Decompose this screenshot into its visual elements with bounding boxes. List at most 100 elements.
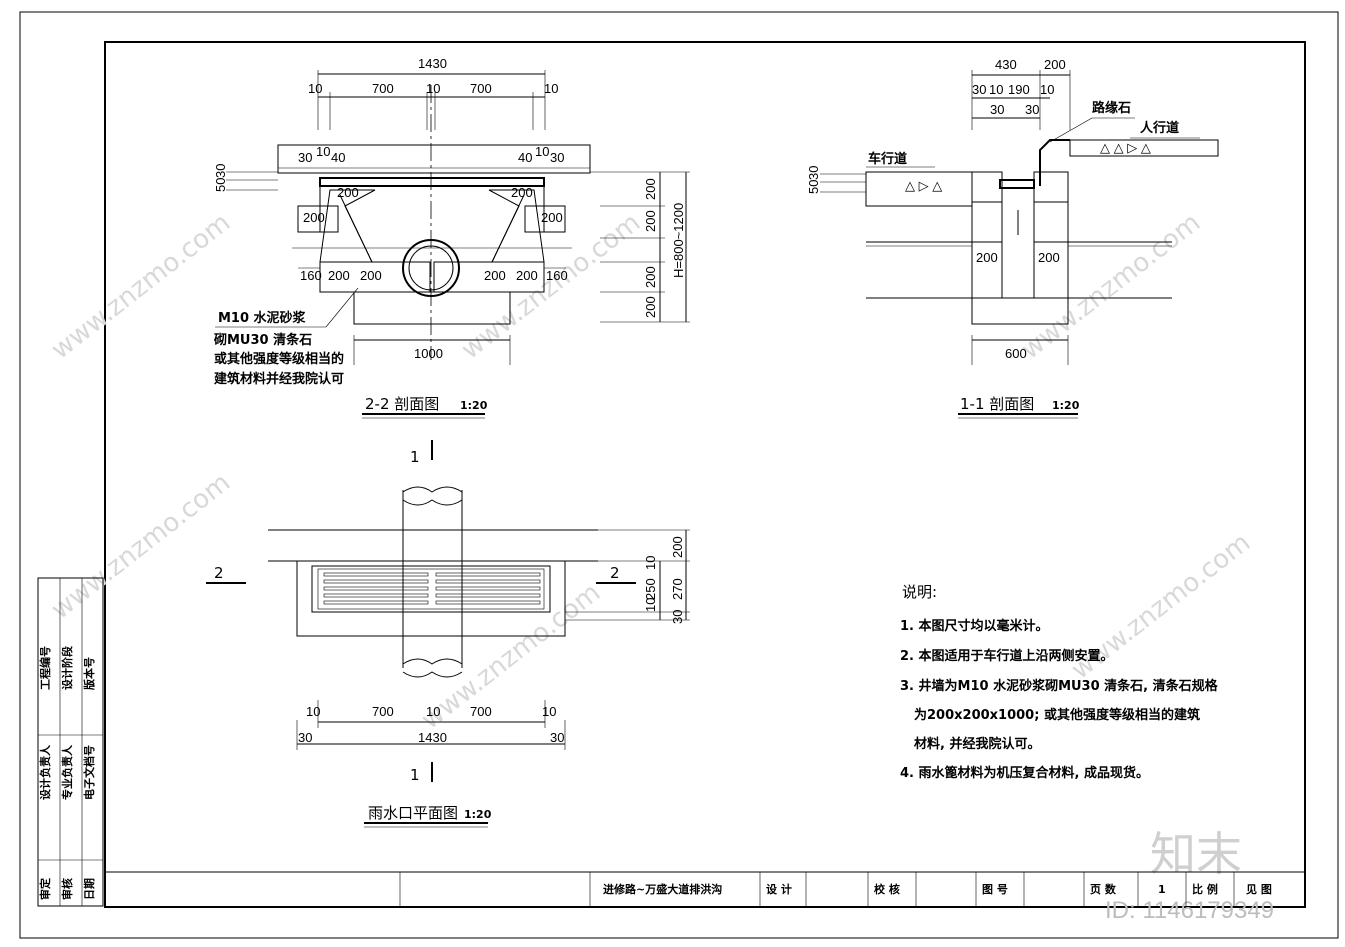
notes-heading: 说明: [902,583,937,601]
dim-11-left: 50 [806,180,821,194]
curb-label: 路缘石 [1092,100,1131,116]
svg-text:△ ▷ △: △ ▷ △ [905,178,942,193]
section-scale: 1:20 [460,399,488,412]
sidebar-cell: 审核 [60,878,74,900]
note-line: 3. 井墙为M10 水泥砂浆砌MU30 清条石, 清条石规格 [900,678,1219,694]
plan-view: 1 1 2 2 [206,440,690,828]
dim-11-top: 430 [995,57,1017,72]
dim-right-vert: 200 [643,266,658,288]
dim-plan-vert: 250 [643,578,658,600]
dim-plan-vert: 270 [670,578,685,600]
note-line: 4. 雨水篦材料为机压复合材料, 成品现货。 [900,765,1149,781]
dim-bottom-row: 200 [360,268,382,283]
dim-11-sub: 190 [1008,82,1030,97]
dim-plan-side: 30 [298,730,312,745]
dim-w200: 200 [541,210,563,225]
section-2-2: 1430 10 700 10 700 10 30 10 40 40 10 30 … [213,56,690,419]
note-line: 1. 本图尺寸均以毫米计。 [900,618,1049,634]
dim-plan-vert: 30 [670,610,685,624]
tb-scale-value: 见 图 [1246,883,1272,896]
inner-border [104,41,1306,908]
watermark-text: www.znzmo.com [46,468,236,626]
watermark-text: www.znzmo.com [1016,208,1206,366]
dim-top-part: 10 [544,81,558,96]
svg-text:△ △ ▷ △: △ △ ▷ △ [1100,140,1151,155]
section-title: 1-1 剖面图 [960,395,1034,413]
section-title: 2-2 剖面图 [365,395,439,413]
sidebar-cell: 设计负责人 [38,744,52,800]
dim-plan-side: 30 [550,730,564,745]
dim-left-vert: 50 [213,178,228,192]
dim-11-sub2: 30 [990,102,1004,117]
dim-plan-vert: 200 [670,536,685,558]
sidebar-cell: 版本号 [82,657,96,690]
dim-right-vert: 200 [643,296,658,318]
dim-plan-bottom: 700 [470,704,492,719]
dim-base-width: 1000 [414,346,443,361]
outer-border [19,11,1339,939]
watermark-id: ID: 1146179349 [1105,897,1274,924]
plan-scale: 1:20 [464,808,492,821]
cut-label: 2 [610,564,620,582]
dim-right-vert: 200 [643,178,658,200]
section-scale: 1:20 [1052,399,1080,412]
material-note: 或其他强度等级相当的 [214,351,344,367]
dim-inner-left: 30 [298,150,312,165]
material-note: 砌MU30 清条石 [213,332,312,348]
dim-plan-vert: 10 [643,598,658,612]
grate-bars [323,572,541,605]
plan-title: 雨水口平面图 [368,804,458,822]
dim-bottom-row: 160 [300,268,322,283]
dim-11-sub: 30 [972,82,986,97]
watermark-text: www.znzmo.com [456,208,646,366]
dim-plan-bottom: 700 [372,704,394,719]
dim-bottom-row: 200 [484,268,506,283]
sidebar-cell: 审定 [38,878,52,900]
sidebar-cell: 电子文档号 [82,745,96,800]
dim-w200: 200 [303,210,325,225]
cut-label: 2 [214,564,224,582]
section-1-1: 430 200 30 10 190 10 30 30 △ ▷ △ 车行道 30 … [806,57,1219,419]
note-line: 为200x200x1000; 或其他强度等级相当的建筑 [914,707,1200,723]
dim-w200: 200 [511,185,533,200]
dim-inner-left: 10 [316,144,330,159]
sidebar-cell: 工程编号 [38,646,52,690]
road-label: 车行道 [868,151,907,167]
dim-11-w200: 200 [976,250,998,265]
dim-11-w200: 200 [1038,250,1060,265]
note-line: 2. 本图适用于车行道上沿两侧安置。 [900,648,1114,664]
tb-design: 设 计 [766,882,792,896]
dim-left-vert: 30 [213,164,228,178]
dim-top-part: 700 [470,81,492,96]
sidebar-table: 工程编号 设计阶段 版本号 设计负责人 专业负责人 电子文档号 审定 审核 日期 [37,577,104,907]
material-note: M10 水泥砂浆 [218,310,307,326]
dim-bottom-row: 200 [516,268,538,283]
tb-page: 页 数 [1090,882,1117,896]
dim-top-total: 1430 [418,56,447,71]
dim-plan-total: 1430 [418,730,447,745]
tb-scale-label: 比 例 [1192,882,1218,896]
project-name: 进修路~万盛大道排洪沟 [603,882,722,896]
dim-plan-bottom: 10 [426,704,440,719]
dim-plan-vert: 10 [643,556,658,570]
title-block: 进修路~万盛大道排洪沟 设 计 校 核 图 号 页 数 1 比 例 见 图 [105,871,1305,907]
dim-11-left: 30 [806,166,821,180]
cut-label: 1 [410,766,420,784]
sidewalk-label: 人行道 [1140,120,1179,136]
dim-top-part: 10 [426,81,440,96]
dim-plan-bottom: 10 [306,704,320,719]
dim-11-base: 600 [1005,346,1027,361]
sidebar-cell: 专业负责人 [60,744,74,800]
tb-drawing-no: 图 号 [982,883,1008,896]
dim-inner-left: 40 [331,150,345,165]
dim-right-vert: 200 [643,210,658,232]
dim-height: H=800~1200 [671,203,686,278]
watermark-text: www.znzmo.com [46,208,236,366]
dim-w200: 200 [337,185,359,200]
material-note: 建筑材料并经我院认可 [214,371,344,387]
watermark-brand: 知末 [1150,827,1242,881]
dim-bottom-row: 160 [546,268,568,283]
tb-check: 校 核 [874,882,900,896]
sidebar-cell: 设计阶段 [60,646,74,690]
